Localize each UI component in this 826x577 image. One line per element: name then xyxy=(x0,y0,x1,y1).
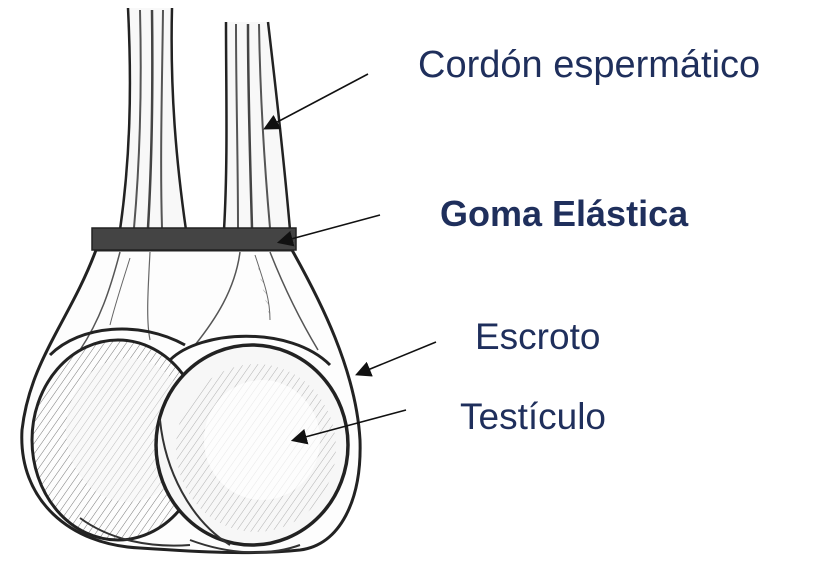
label-rubber-band: Goma Elástica xyxy=(440,196,688,232)
arrow-scrotum xyxy=(358,342,436,374)
label-spermatic-cord: Cordón espermático xyxy=(418,46,760,84)
label-scrotum: Escroto xyxy=(475,318,600,355)
rubber-band xyxy=(92,228,296,250)
label-testicle: Testículo xyxy=(460,398,606,435)
spermatic-cord-left xyxy=(120,8,186,230)
spermatic-cord-right xyxy=(224,22,290,230)
arrow-spermatic-cord xyxy=(266,74,368,128)
